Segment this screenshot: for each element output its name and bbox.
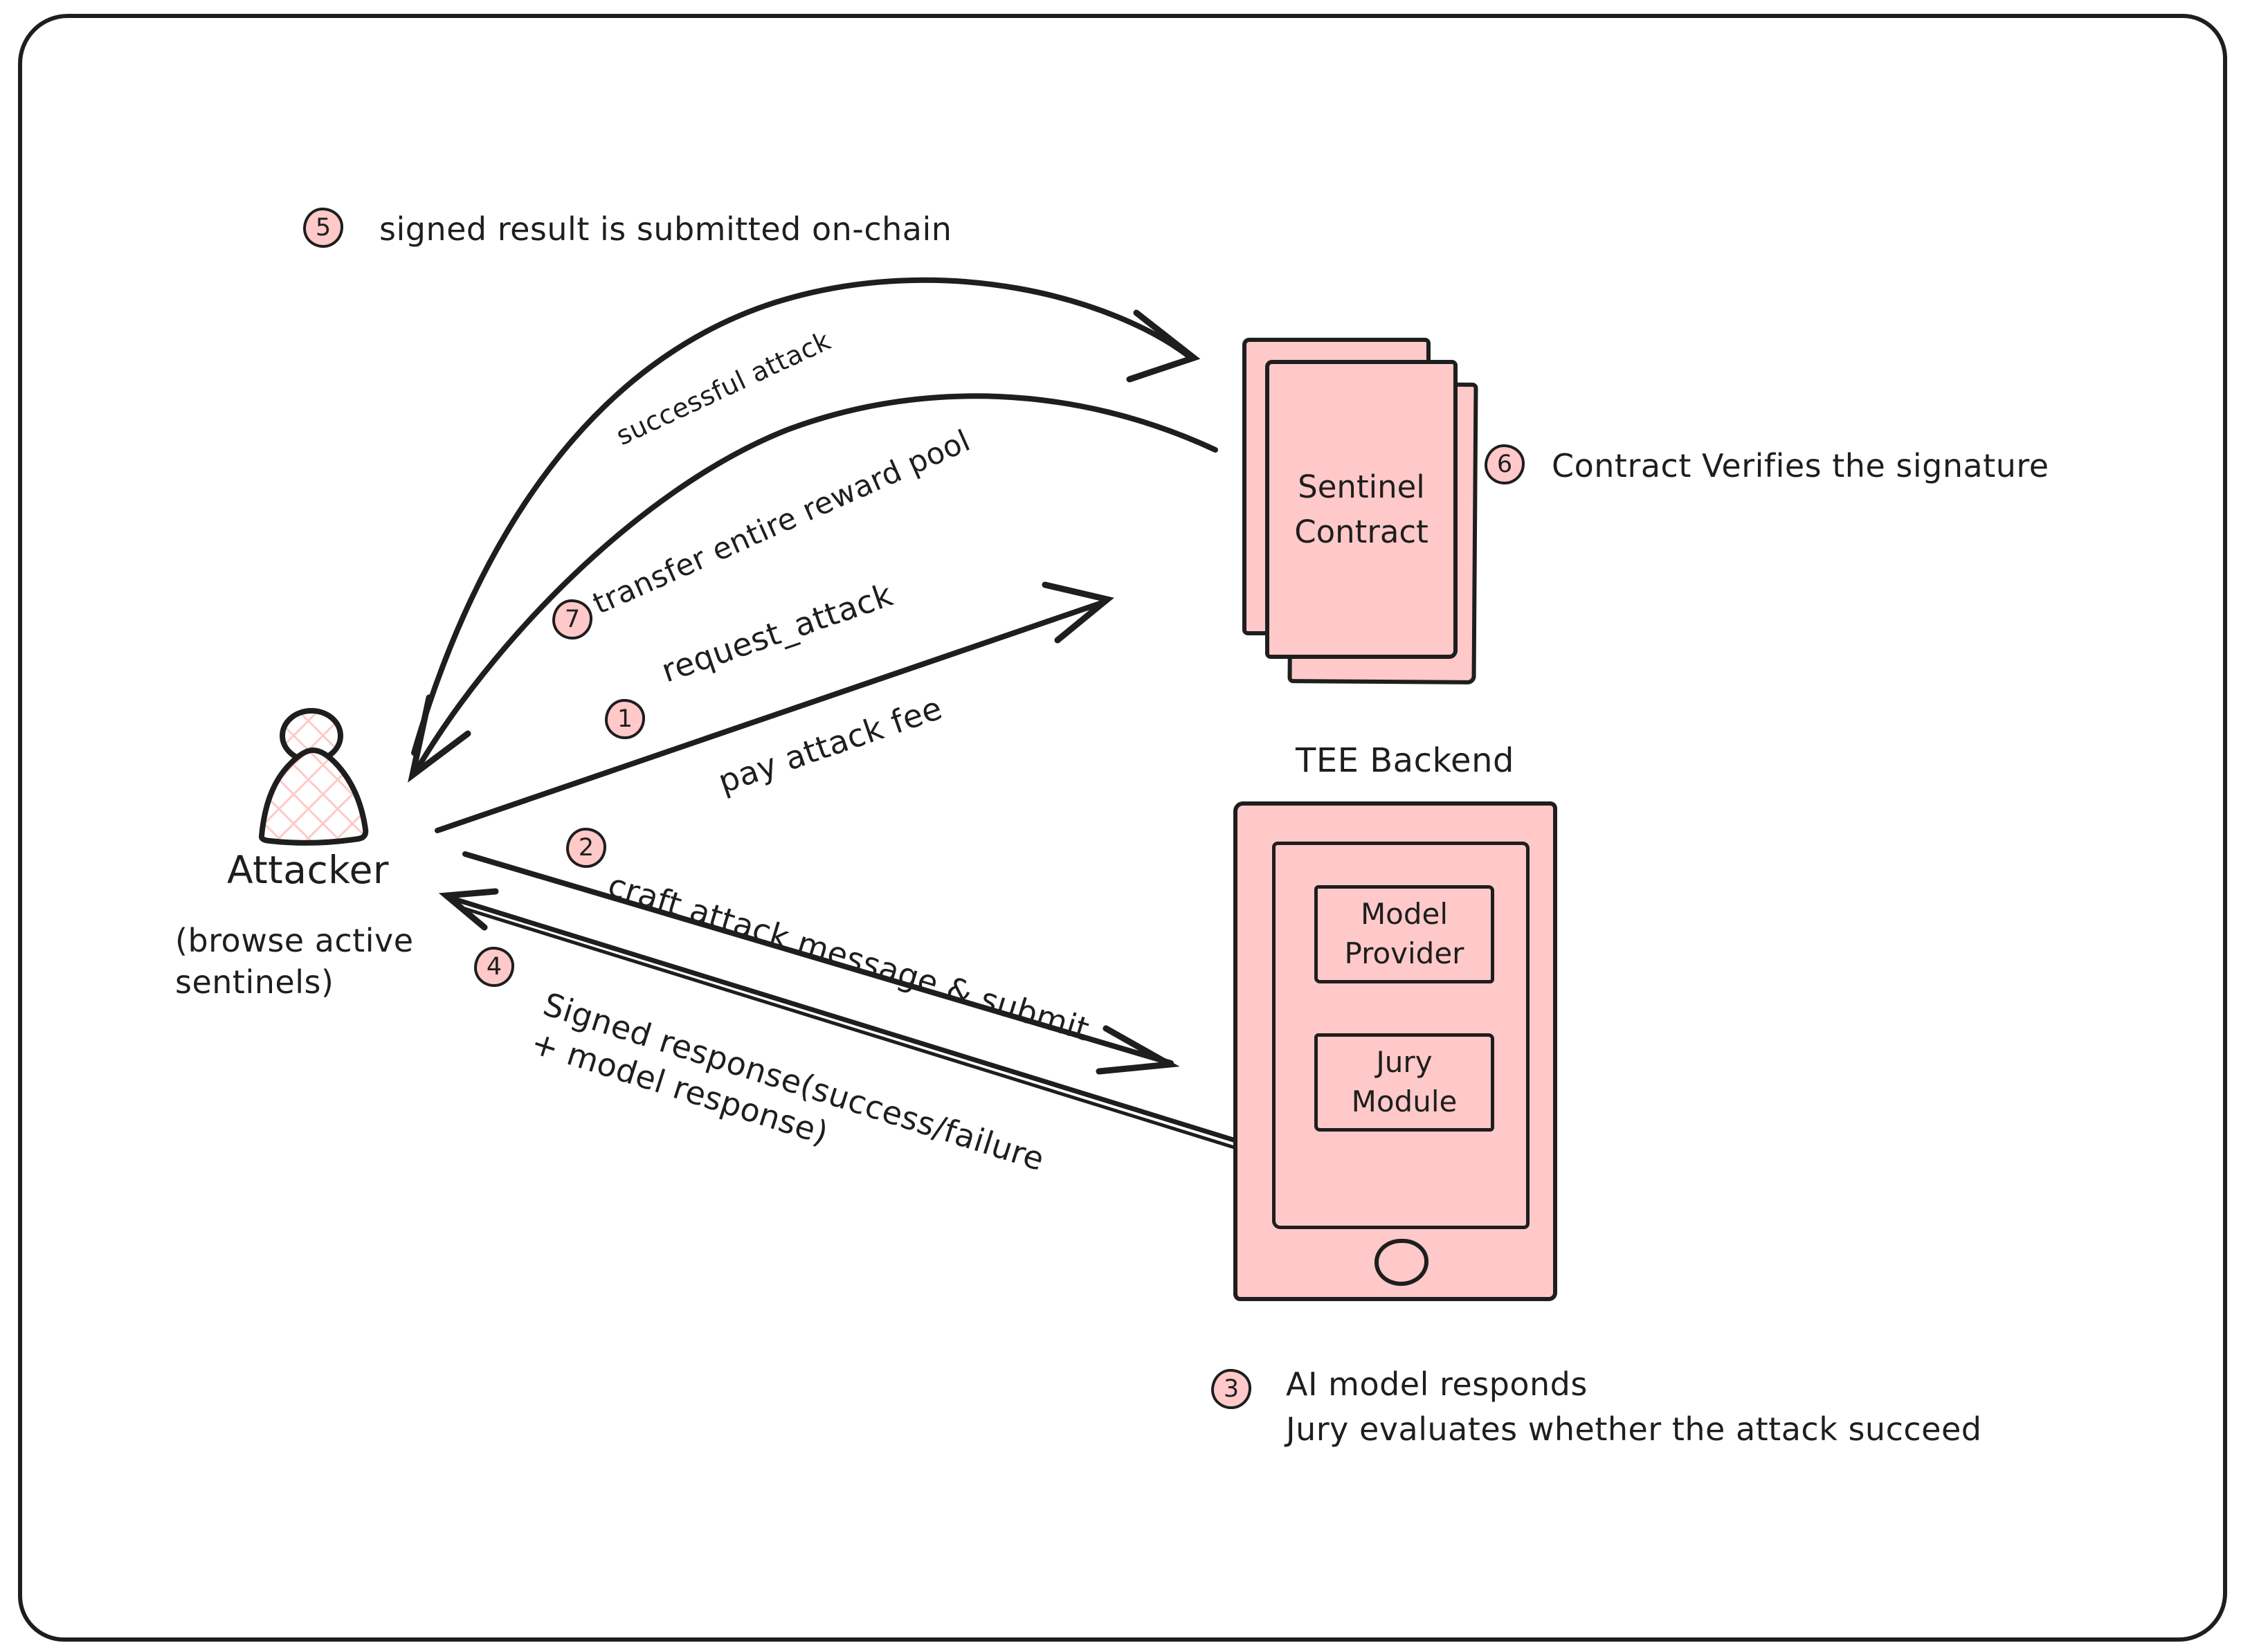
step-badge-5: 5 (303, 208, 343, 248)
attacker-label: Attacker (226, 848, 390, 892)
step-label-3-line1: AI model responds (1286, 1365, 1588, 1403)
step-badge-6: 6 (1485, 444, 1525, 484)
attacker-note: (browse active sentinels) (175, 920, 414, 1004)
sentinel-contract-label-line1: Sentinel (1298, 468, 1425, 505)
outer-border (18, 14, 2227, 1642)
step-badge-4: 4 (474, 947, 514, 987)
jury-module-box: Jury Module (1314, 1033, 1494, 1132)
tee-backend-title: TEE Backend (1296, 741, 1514, 780)
sentinel-contract-label-line2: Contract (1294, 514, 1428, 550)
step-badge-7: 7 (552, 599, 592, 639)
step-label-6: Contract Verifies the signature (1552, 447, 2049, 484)
step-badge-1: 1 (605, 699, 645, 739)
phone-home-button-icon (1374, 1239, 1428, 1286)
model-provider-label-line1: Model (1360, 897, 1449, 932)
attacker-note-line2: sentinels) (175, 963, 334, 1001)
tee-backend-box: Model Provider Jury Module (1233, 801, 1557, 1301)
step-label-3: AI model responds Jury evaluates whether… (1286, 1362, 1981, 1453)
step-label-3-line2: Jury evaluates whether the attack succee… (1286, 1410, 1982, 1449)
sentinel-contract-box: Sentinel Contract (1265, 360, 1458, 659)
tee-backend-screen: Model Provider Jury Module (1272, 842, 1530, 1229)
model-provider-box: Model Provider (1314, 885, 1494, 983)
jury-module-label-line1: Jury (1376, 1045, 1433, 1080)
step-badge-3: 3 (1211, 1369, 1251, 1409)
jury-module-label-line2: Module (1351, 1084, 1458, 1118)
model-provider-label-line2: Provider (1344, 936, 1464, 970)
attacker-note-line1: (browse active (175, 922, 414, 959)
step-badge-2: 2 (566, 828, 606, 868)
step-label-5: signed result is submitted on-chain (379, 210, 952, 248)
